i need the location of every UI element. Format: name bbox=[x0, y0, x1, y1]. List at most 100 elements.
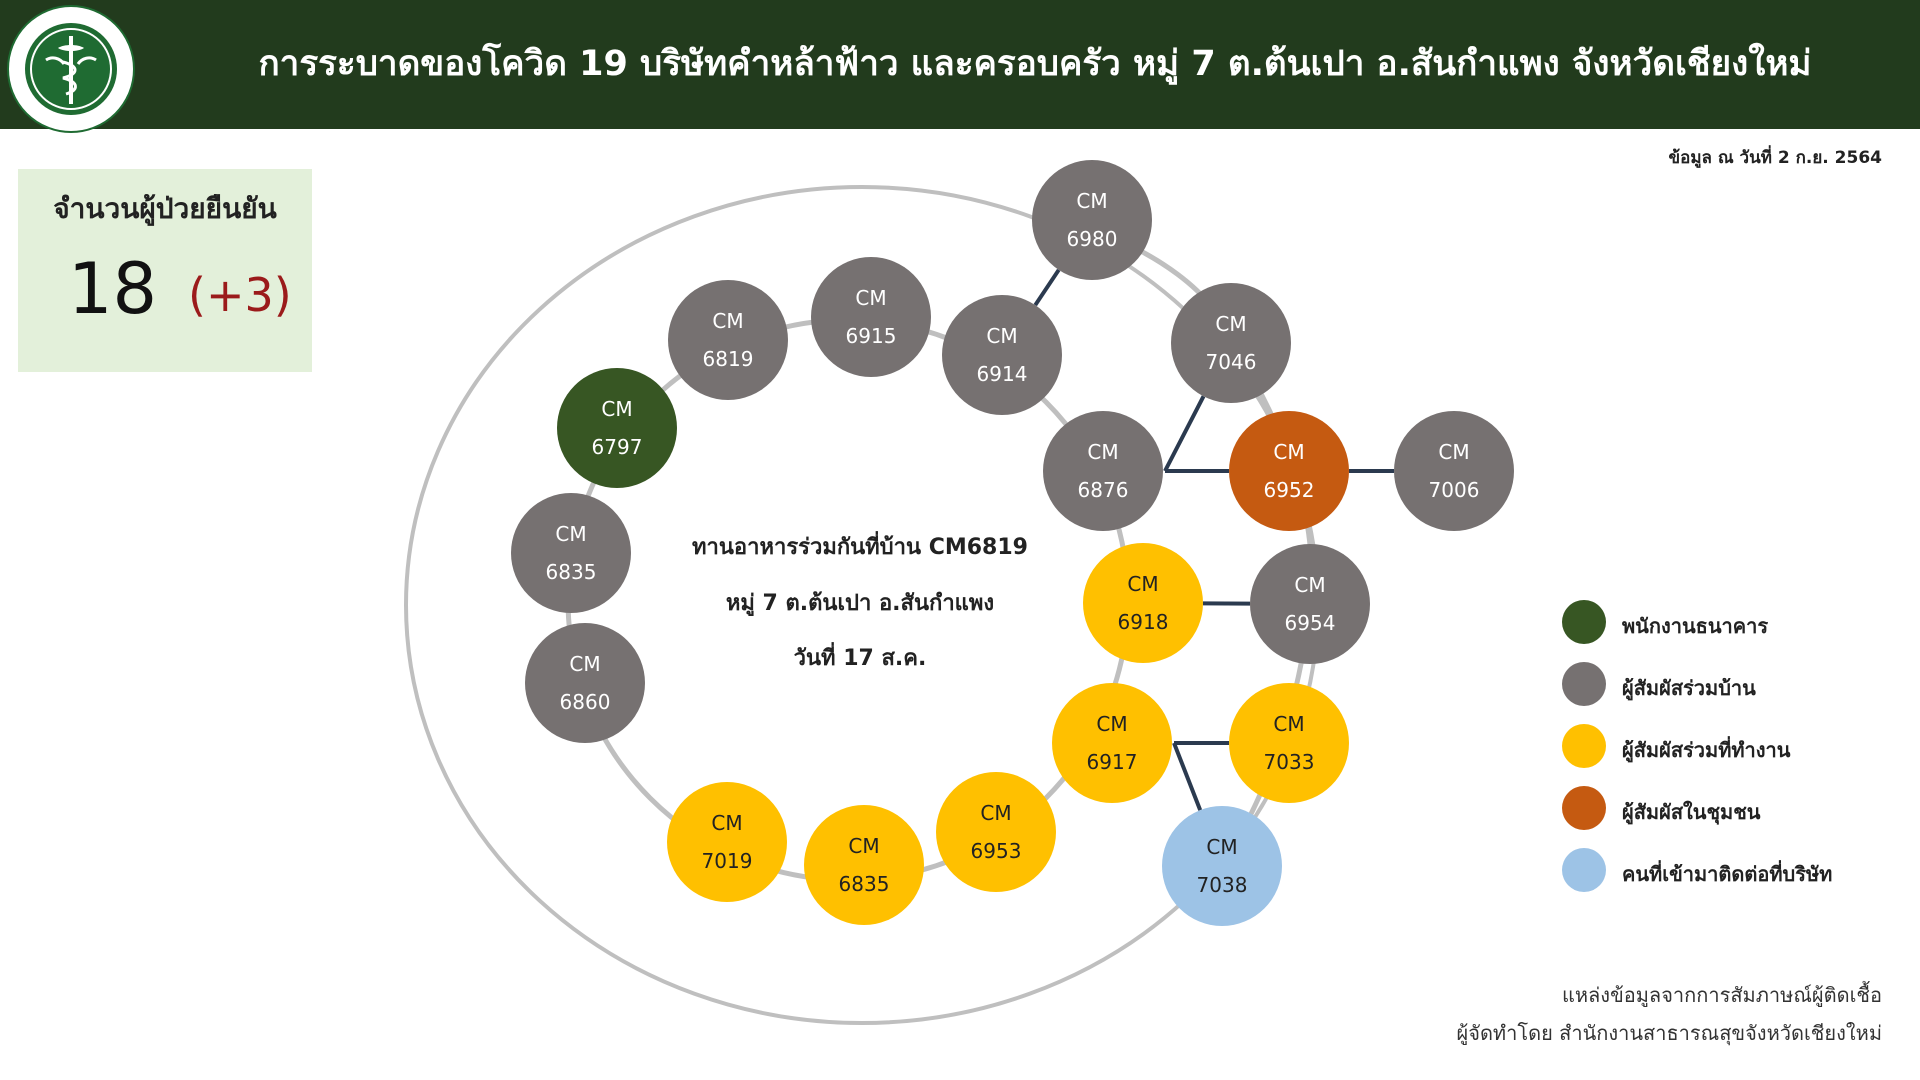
transmission-links bbox=[1033, 268, 1394, 811]
case-node-circle bbox=[1250, 544, 1370, 664]
legend-label: ผู้สัมผัสในชุมชน bbox=[1622, 800, 1761, 824]
case-id-label: 6915 bbox=[846, 324, 897, 348]
case-id-label: 6952 bbox=[1264, 478, 1315, 502]
case-id-label: 7046 bbox=[1206, 350, 1257, 374]
case-node-circle bbox=[1229, 683, 1349, 803]
link-6917-7038 bbox=[1172, 742, 1203, 811]
case-prefix-label: CM bbox=[1294, 573, 1325, 597]
source-line-2: ผู้จัดทำโดย สำนักงานสาธารณสุขจังหวัดเชีย… bbox=[1456, 1021, 1883, 1045]
case-node-circle bbox=[1171, 283, 1291, 403]
case-prefix-label: CM bbox=[986, 324, 1017, 348]
case-id-label: 7006 bbox=[1429, 478, 1480, 502]
legend-swatch bbox=[1562, 786, 1606, 830]
data-date-note: ข้อมูล ณ วันที่ 2 ก.ย. 2564 bbox=[1668, 148, 1882, 168]
case-node-circle bbox=[1162, 806, 1282, 926]
case-id-label: 6860 bbox=[560, 690, 611, 714]
case-id-label: 6918 bbox=[1118, 610, 1169, 634]
ministry-seal-icon bbox=[7, 5, 135, 133]
case-node-circle bbox=[525, 623, 645, 743]
case-node-6980: CM 6980 bbox=[1032, 160, 1152, 280]
confirmed-cases-delta: (+3) bbox=[188, 268, 292, 322]
case-prefix-label: CM bbox=[1096, 712, 1127, 736]
case-node-6917: CM 6917 bbox=[1052, 683, 1172, 803]
source-note: แหล่งข้อมูลจากการสัมภาษณ์ผู้ติดเชื้อ ผู้… bbox=[1457, 976, 1883, 1052]
source-line-1: แหล่งข้อมูลจากการสัมภาษณ์ผู้ติดเชื้อ bbox=[1561, 983, 1882, 1007]
case-id-label: 7038 bbox=[1197, 873, 1248, 897]
case-node-circle bbox=[804, 805, 924, 925]
case-prefix-label: CM bbox=[601, 397, 632, 421]
legend-item-workplace: ผู้สัมผัสร่วมที่ทำงาน bbox=[1562, 724, 1882, 770]
case-node-6819: CM 6819 bbox=[668, 280, 788, 400]
case-prefix-label: CM bbox=[712, 309, 743, 333]
case-node-circle bbox=[511, 493, 631, 613]
case-node-circle bbox=[1394, 411, 1514, 531]
legend-item-company-visitor: คนที่เข้ามาติดต่อที่บริษัท bbox=[1562, 848, 1882, 894]
case-id-label: 6980 bbox=[1067, 227, 1118, 251]
case-id-label: 6954 bbox=[1285, 611, 1336, 635]
case-node-7006: CM 7006 bbox=[1394, 411, 1514, 531]
case-prefix-label: CM bbox=[1438, 440, 1469, 464]
link-6876-7046 bbox=[1163, 395, 1206, 472]
case-node-6954: CM 6954 bbox=[1250, 544, 1370, 664]
confirmed-cases-count: 18 bbox=[68, 248, 158, 330]
case-id-label: 6876 bbox=[1078, 478, 1129, 502]
case-node-6915: CM 6915 bbox=[811, 257, 931, 377]
case-id-label: 6917 bbox=[1087, 750, 1138, 774]
confirmed-cases-label: จำนวนผู้ป่วยยืนยัน bbox=[53, 192, 277, 225]
case-prefix-label: CM bbox=[1127, 572, 1158, 596]
case-prefix-label: CM bbox=[980, 801, 1011, 825]
case-prefix-label: CM bbox=[1215, 312, 1246, 336]
legend-item-household: ผู้สัมผัสร่วมบ้าน bbox=[1562, 662, 1882, 708]
link-6914-6980 bbox=[1033, 268, 1061, 307]
case-node-circle bbox=[667, 782, 787, 902]
confirmed-cases-panel: จำนวนผู้ป่วยยืนยัน 18 (+3) bbox=[18, 169, 312, 372]
case-node-circle bbox=[1032, 160, 1152, 280]
ministry-seal-logo bbox=[6, 4, 136, 134]
case-node-circle bbox=[942, 295, 1062, 415]
case-id-label: 6914 bbox=[977, 362, 1028, 386]
event-line-1: ทานอาหารร่วมกันที่บ้าน CM6819 bbox=[692, 530, 1028, 560]
legend-label: ผู้สัมผัสร่วมบ้าน bbox=[1622, 676, 1756, 700]
case-node-7019: CM 7019 bbox=[667, 782, 787, 902]
case-id-label: 6819 bbox=[703, 347, 754, 371]
case-id-label: 6835 bbox=[839, 872, 890, 896]
event-line-3: วันที่ 17 ส.ค. bbox=[794, 641, 927, 671]
legend-item-bank-employee: พนักงานธนาคาร bbox=[1562, 600, 1882, 646]
case-node-circle bbox=[936, 772, 1056, 892]
case-node-6953: CM 6953 bbox=[936, 772, 1056, 892]
legend-swatch bbox=[1562, 724, 1606, 768]
legend-item-community: ผู้สัมผัสในชุมชน bbox=[1562, 786, 1882, 832]
legend-swatch bbox=[1562, 600, 1606, 644]
case-prefix-label: CM bbox=[711, 811, 742, 835]
legend-label: พนักงานธนาคาร bbox=[1622, 614, 1769, 638]
case-id-label: 6797 bbox=[592, 435, 643, 459]
case-node-circle bbox=[1043, 411, 1163, 531]
case-node-circle bbox=[557, 368, 677, 488]
case-prefix-label: CM bbox=[1273, 712, 1304, 736]
case-id-label: 6953 bbox=[971, 839, 1022, 863]
case-node-6797: CM 6797 bbox=[557, 368, 677, 488]
cluster-event-caption: ทานอาหารร่วมกันที่บ้าน CM6819 หมู่ 7 ต.ต… bbox=[692, 530, 1028, 671]
case-node-7038: CM 7038 bbox=[1162, 806, 1282, 926]
legend-label: ผู้สัมผัสร่วมที่ทำงาน bbox=[1622, 738, 1791, 762]
case-node-circle bbox=[1083, 543, 1203, 663]
event-line-2: หมู่ 7 ต.ต้นเปา อ.สันกำแพง bbox=[726, 591, 994, 617]
case-node-circle bbox=[1052, 683, 1172, 803]
case-prefix-label: CM bbox=[1206, 835, 1237, 859]
page-title: การระบาดของโควิด 19 บริษัทคำหล้าฟ้าว และ… bbox=[258, 44, 1812, 84]
legend-label: คนที่เข้ามาติดต่อที่บริษัท bbox=[1622, 862, 1833, 886]
case-prefix-label: CM bbox=[1076, 189, 1107, 213]
case-node-7033: CM 7033 bbox=[1229, 683, 1349, 803]
case-prefix-label: CM bbox=[855, 286, 886, 310]
case-id-label: 6835 bbox=[546, 560, 597, 584]
case-id-label: 7019 bbox=[702, 849, 753, 873]
case-prefix-label: CM bbox=[555, 522, 586, 546]
case-node-7046: CM 7046 bbox=[1171, 283, 1291, 403]
case-id-label: 7033 bbox=[1264, 750, 1315, 774]
